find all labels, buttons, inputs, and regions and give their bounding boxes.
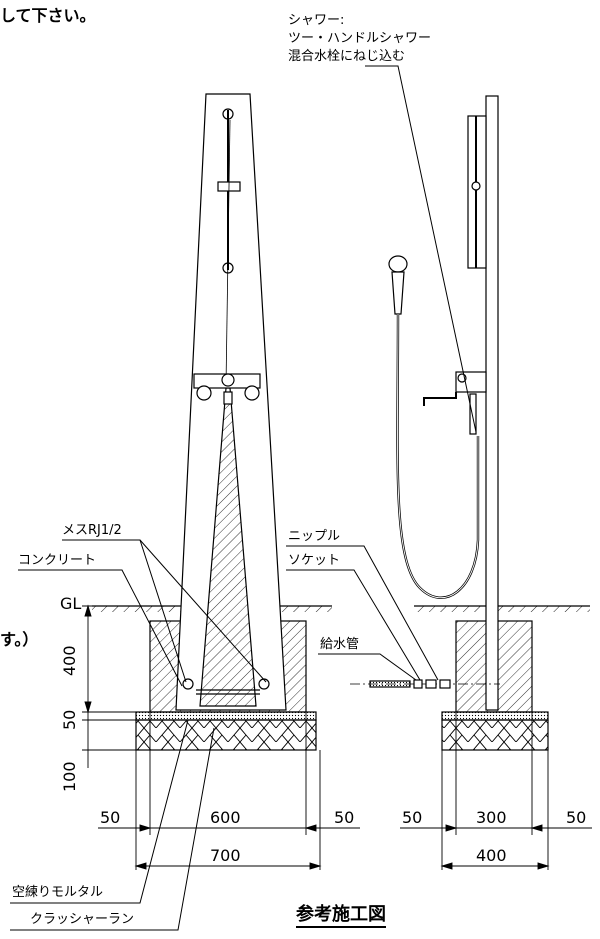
mortar-layer-front — [135, 711, 317, 721]
ground-hatch-side — [414, 606, 590, 612]
post-side — [485, 95, 499, 711]
drawing-title: 参考施工図 — [296, 906, 386, 928]
shower-note-line2: ツー・ハンドルシャワー — [288, 31, 432, 46]
shower-note-line1: シャワー: — [288, 13, 345, 28]
socket-fitting — [413, 679, 423, 689]
supply-pipe-label: 給水管 — [320, 637, 360, 652]
female-thread-label: メスRJ1/2 — [62, 523, 122, 538]
dim-side-400: 400 — [476, 846, 507, 865]
socket-label: ソケット — [288, 553, 341, 568]
handle-left — [196, 385, 212, 401]
note-fragment: す。） — [0, 630, 39, 649]
dim-front-left-50: 50 — [100, 808, 121, 827]
mixer-faucet-side — [455, 371, 487, 393]
dim-front-700: 700 — [210, 846, 241, 865]
dim-depth-50: 50 — [60, 709, 79, 730]
shower-head — [388, 255, 408, 273]
front-view — [92, 93, 332, 751]
dimension-lines — [82, 604, 592, 870]
concrete-label: コンクリート — [18, 553, 97, 568]
crusher-run-side — [441, 719, 549, 751]
dim-front-600: 600 — [210, 808, 241, 827]
side-view — [350, 95, 590, 751]
nipple-label: ニップル — [288, 529, 341, 544]
dry-mortar-label: 空練りモルタル — [12, 885, 104, 900]
dim-side-right-50: 50 — [566, 808, 587, 827]
ground-level-label: GL — [60, 594, 82, 613]
leader-lines — [10, 65, 477, 931]
handle-right — [244, 385, 260, 401]
crusher-run-front — [135, 719, 317, 751]
dim-side-left-50: 50 — [402, 808, 423, 827]
riser-top-fitting — [222, 108, 234, 120]
spout-side — [423, 392, 457, 406]
shower-handle — [391, 271, 405, 315]
nipple-fitting — [425, 679, 437, 689]
shower-note-line3: 混合水栓にねじ込む — [288, 49, 406, 64]
dim-front-right-50: 50 — [334, 808, 355, 827]
crusher-run-label: クラッシャーラン — [30, 912, 135, 927]
heading-fragment: して下さい。 — [0, 6, 96, 25]
dim-depth-100: 100 — [60, 761, 79, 792]
dim-side-300: 300 — [476, 808, 507, 827]
shower-hose — [396, 313, 480, 599]
dim-depth-400: 400 — [60, 645, 79, 676]
